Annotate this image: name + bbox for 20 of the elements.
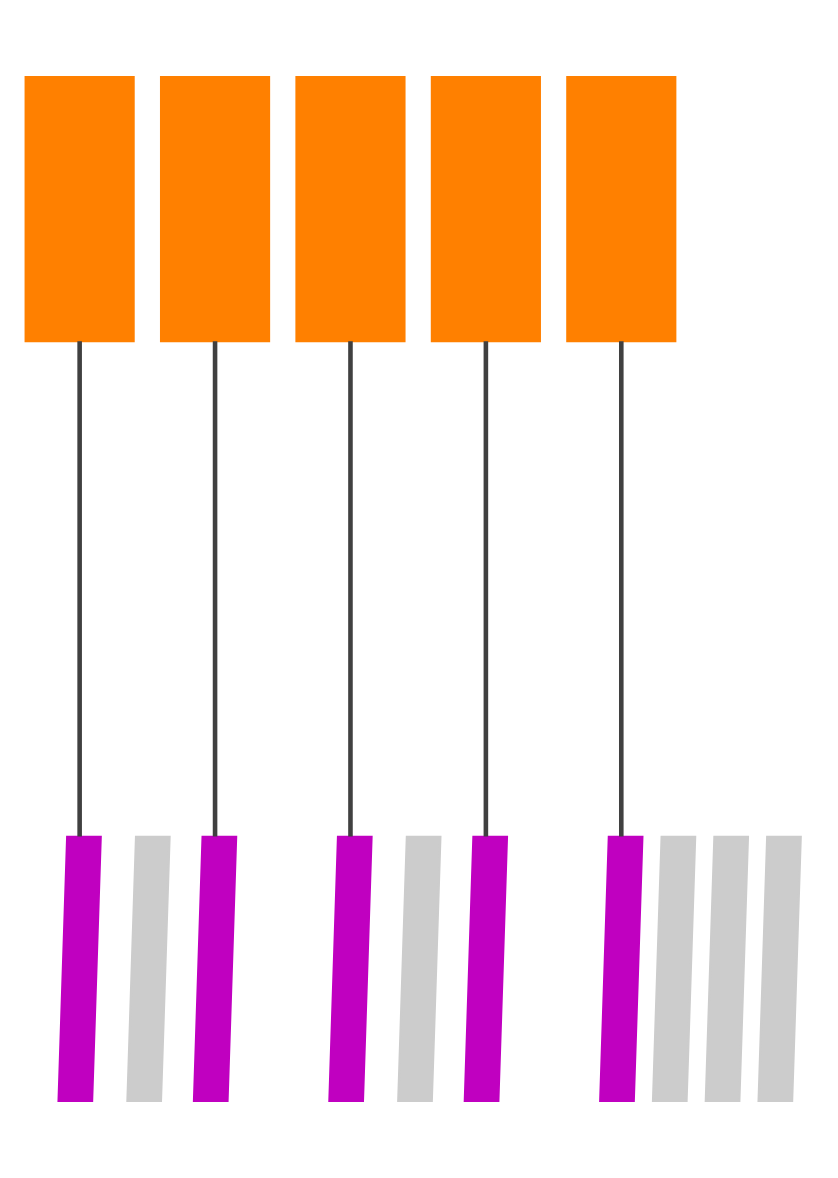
connector [619, 341, 624, 837]
node-box [159, 76, 271, 343]
node-bar [651, 835, 697, 1102]
node-bar [704, 835, 750, 1102]
node-bar [126, 835, 171, 1102]
node-bar [757, 835, 802, 1102]
node-bar [328, 835, 373, 1102]
connector [483, 341, 489, 837]
node-box [24, 76, 135, 343]
node-bar [397, 835, 442, 1102]
node-bar [57, 835, 102, 1102]
connector [77, 341, 82, 837]
connector [212, 341, 218, 837]
node-bar [463, 835, 509, 1102]
node-box [430, 76, 541, 343]
node-bar [192, 835, 238, 1102]
node-bar [599, 835, 644, 1102]
connector [348, 341, 353, 837]
node-box [295, 76, 406, 343]
node-box [566, 76, 677, 343]
